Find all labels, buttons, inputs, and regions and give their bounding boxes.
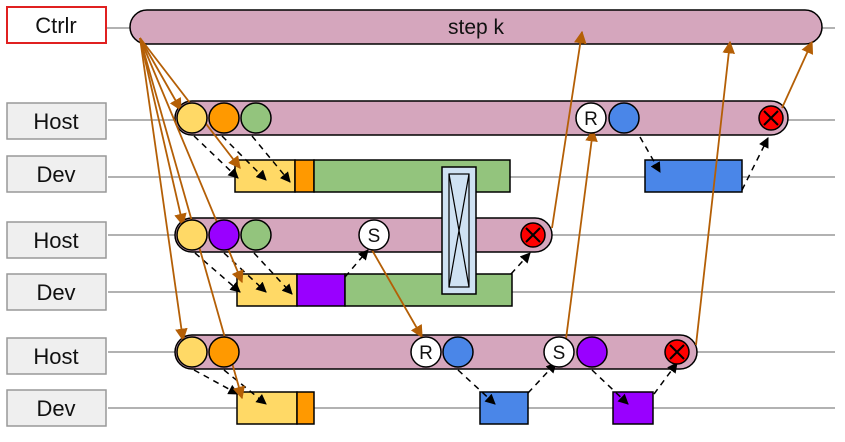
event-orange — [208, 102, 240, 134]
kernel-green — [344, 273, 513, 307]
event-purple — [208, 219, 240, 251]
cancel-x-icon — [520, 222, 546, 248]
cancel-x-icon — [758, 105, 784, 131]
dev-label: Dev — [36, 280, 75, 305]
recv-node — [575, 102, 607, 134]
ctrl-label: Ctrlr — [35, 13, 77, 38]
host-label-box-1: Host — [6, 102, 107, 140]
dev-label-box-2: Dev — [6, 273, 107, 311]
send-node — [543, 336, 575, 368]
event-yellow — [176, 336, 208, 368]
dev-2-kernels — [236, 273, 513, 307]
send-node-label: S — [553, 343, 566, 364]
dev-1-kernels — [234, 159, 743, 193]
event-blue — [608, 102, 640, 134]
send-node — [358, 219, 390, 251]
kernel-yellow — [236, 391, 298, 425]
event-green — [240, 102, 272, 134]
event-purple — [576, 336, 608, 368]
send-node-label: S — [368, 226, 381, 247]
step-k-label: step k — [448, 16, 505, 39]
dev-label: Dev — [36, 162, 75, 187]
kernel-orange — [296, 391, 315, 425]
kernel-purple — [296, 273, 346, 307]
kernel-purple — [612, 391, 654, 425]
event-blue — [442, 336, 474, 368]
kernel-green — [313, 159, 511, 193]
kernel-orange — [294, 159, 315, 193]
step-k-pill — [129, 9, 823, 45]
barrier-hourglass-icon — [441, 166, 477, 295]
dashed-arrows — [193, 135, 769, 405]
host-3-events — [176, 336, 608, 368]
recv-node — [410, 336, 442, 368]
kernel-blue — [479, 391, 529, 425]
event-yellow — [176, 219, 208, 251]
host-2-events — [176, 219, 390, 251]
host-label: Host — [33, 344, 78, 369]
cancel-x-icon — [664, 339, 690, 365]
ctrl-label-box: Ctrlr — [6, 6, 107, 44]
host-label-box-2: Host — [6, 221, 107, 259]
kernel-yellow — [234, 159, 296, 193]
kernel-blue — [644, 159, 743, 193]
event-green — [240, 219, 272, 251]
dev-label: Dev — [36, 396, 75, 421]
host-label-box-3: Host — [6, 337, 107, 375]
host-label: Host — [33, 109, 78, 134]
host-1-events — [176, 102, 640, 134]
dev-3-kernels — [236, 391, 654, 425]
event-yellow — [176, 102, 208, 134]
kernel-yellow — [236, 273, 298, 307]
dev-label-box-1: Dev — [6, 155, 107, 193]
event-orange — [208, 336, 240, 368]
dev-label-box-3: Dev — [6, 389, 107, 427]
host-label: Host — [33, 228, 78, 253]
recv-node-label: R — [419, 343, 433, 364]
recv-node-label: R — [584, 109, 598, 130]
